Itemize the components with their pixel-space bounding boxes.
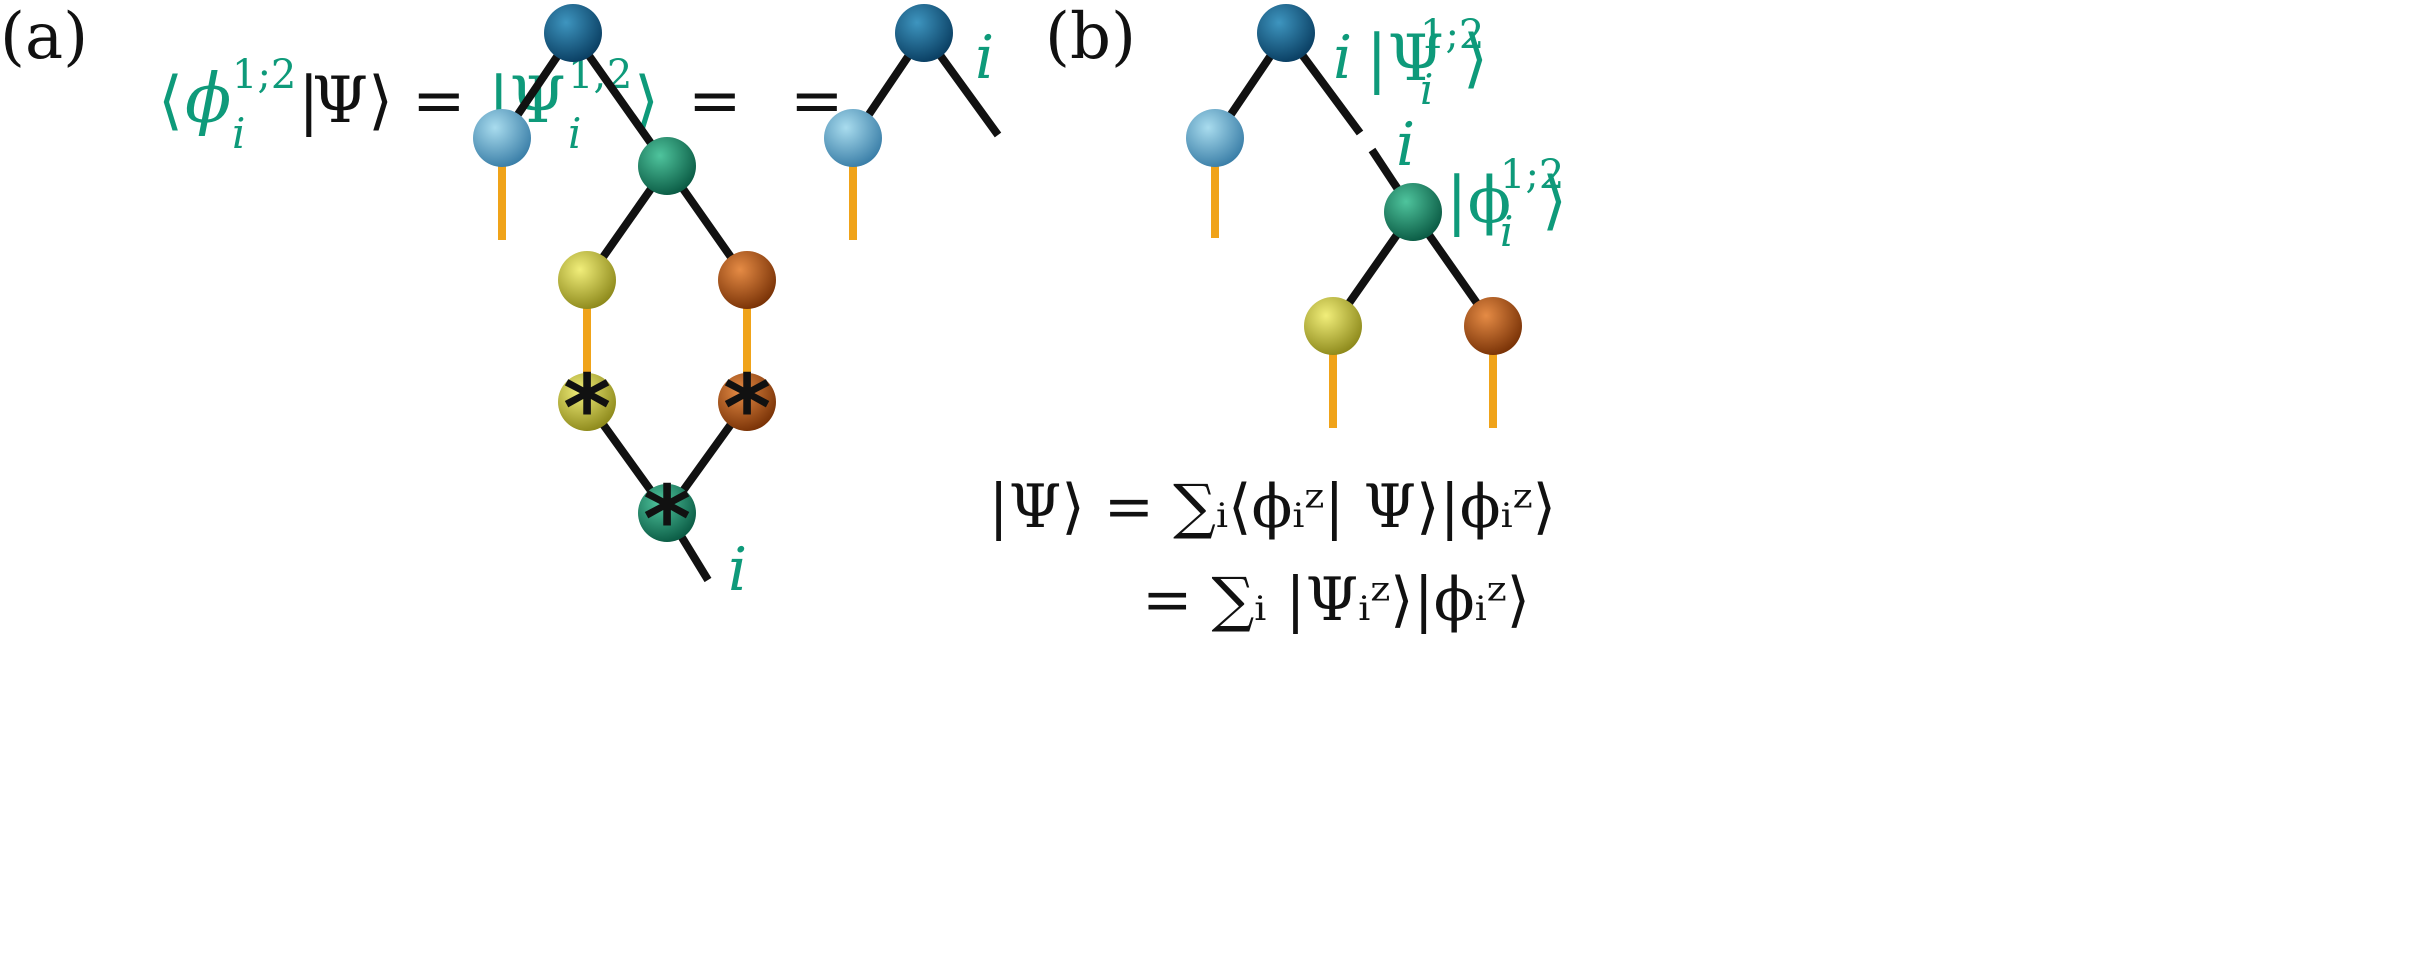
psi-ket: Ψ⟩	[312, 64, 393, 138]
equals-1: =	[412, 64, 466, 138]
b-tensor-yellow	[1304, 297, 1362, 355]
tensor-root-dark-blue	[544, 4, 602, 62]
panel-b: (b) i |Ψ 1;2 i ⟩ i |ϕ 1;2 i ⟩	[988, 0, 1566, 635]
b-phi-ket-open: |ϕ	[1446, 164, 1511, 238]
bra-phi: ϕ	[185, 60, 231, 139]
index-label-right: i	[975, 23, 994, 93]
tensor-teal-conj	[638, 484, 696, 542]
conj-star-yellow: *	[563, 355, 611, 462]
b-psi-sup: 1;2	[1420, 12, 1484, 58]
ket-psi-sub: i	[568, 109, 581, 158]
b-tensor-orange	[1464, 297, 1522, 355]
b-phi-ket-label: |ϕ 1;2 i ⟩	[1446, 152, 1567, 256]
b-phi-sub: i	[1500, 207, 1513, 256]
tensor-orange-conj	[718, 373, 776, 431]
b-index-mid: i	[1396, 110, 1415, 180]
b-phi-ket-close: ⟩	[1542, 164, 1567, 238]
tensor-yellow-conj	[558, 373, 616, 431]
b-tensor-teal	[1384, 183, 1442, 241]
tensor-light-blue	[473, 109, 531, 167]
panel-a: (a) ⟨ ϕ 1;2 i | Ψ⟩ = |Ψ 1;2 i ⟩ =	[0, 0, 1002, 605]
b-index-top: i	[1333, 23, 1352, 93]
conj-star-orange: *	[723, 355, 771, 462]
b-tensor-root-dark-blue	[1257, 4, 1315, 62]
conj-star-teal: *	[643, 466, 691, 573]
tensor-result-dark-blue	[895, 4, 953, 62]
b-psi-ket-label: |Ψ 1;2 i ⟩	[1366, 12, 1488, 114]
tensor-teal	[638, 137, 696, 195]
panel-a-label: (a)	[0, 0, 88, 74]
b-psi-sub: i	[1420, 65, 1433, 114]
panel-b-label: (b)	[1045, 0, 1136, 74]
bra-phi-sub: i	[232, 109, 245, 158]
tensor-yellow	[558, 251, 616, 309]
tensor-result-light-blue	[824, 109, 882, 167]
b-psi-ket-open: |Ψ	[1366, 22, 1444, 96]
b-formula-line-1: |Ψ⟩ = ∑ᵢ⟨ϕᵢᶻ| Ψ⟩|ϕᵢᶻ⟩	[988, 472, 1556, 542]
b-formula-line-2: = ∑ᵢ |Ψᵢᶻ⟩|ϕᵢᶻ⟩	[1142, 565, 1530, 635]
bra-phi-sup: 1;2	[232, 52, 296, 98]
index-label-bottom: i	[728, 535, 747, 605]
b-psi-ket-close: ⟩	[1463, 22, 1488, 96]
tensor-orange	[718, 251, 776, 309]
b-tensor-light-blue	[1186, 109, 1244, 167]
bra-bar: |	[298, 64, 320, 138]
bra-open: ⟨	[158, 64, 183, 138]
b-phi-sup: 1;2	[1500, 152, 1564, 198]
equals-2: =	[688, 64, 742, 138]
